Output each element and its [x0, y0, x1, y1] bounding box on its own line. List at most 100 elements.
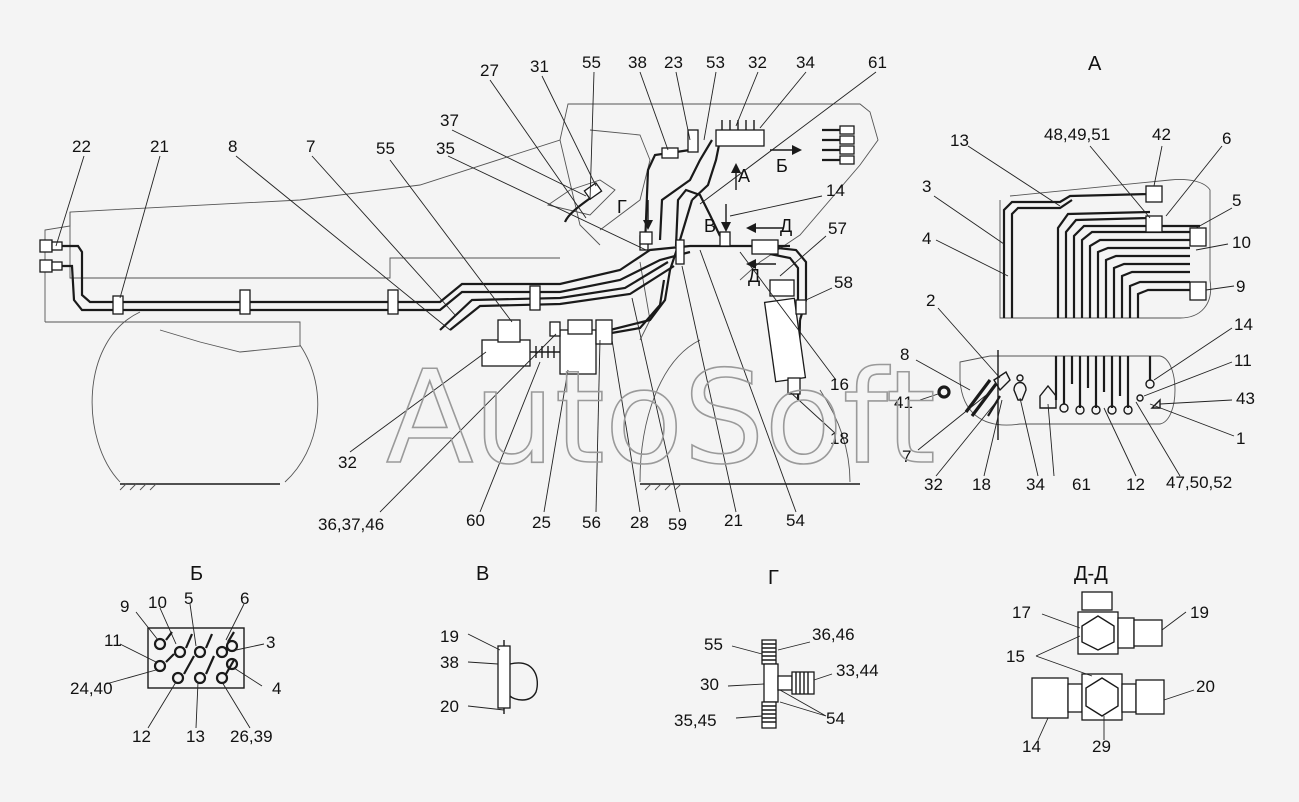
- label-28: 28: [630, 513, 649, 532]
- view-a-label-14: 14: [1234, 315, 1253, 334]
- view-a-title: А: [1088, 53, 1102, 75]
- view-a-label-41: 41: [894, 393, 913, 412]
- coupling-r1: [839, 125, 855, 135]
- leader-59: [631, 297, 681, 513]
- view-dd-label-17: 17: [1012, 603, 1031, 622]
- leader-34: [759, 71, 807, 129]
- cylinder-eye: [787, 377, 801, 395]
- view-a-leader-18: [983, 399, 1003, 477]
- leader-364: [379, 333, 557, 513]
- leader-23: [675, 71, 691, 141]
- view-b-label-24-40: 24,40: [70, 679, 113, 698]
- view-a-leader-41: [919, 393, 939, 401]
- view-a-pipe-13b: [1064, 216, 1151, 318]
- pipe-main-3: [439, 261, 669, 331]
- view-v-label-20: 20: [440, 697, 459, 716]
- leader-57: [779, 235, 827, 277]
- view-a-leader-1: [1149, 403, 1235, 437]
- arrow-d-top-head: [746, 223, 756, 233]
- view-b-label-5: 5: [184, 589, 193, 608]
- view-dd: Д-Д 17 19 15 20 14 29: [1006, 563, 1215, 756]
- coupling-r3: [839, 145, 855, 155]
- view-g-tee-body-30: [763, 663, 779, 703]
- view-a-pipe-10d: [1112, 262, 1190, 318]
- valve-block-56: [559, 329, 597, 375]
- leader-31: [541, 75, 597, 187]
- view-b-label-13: 13: [186, 727, 205, 746]
- label-58: 58: [834, 273, 853, 292]
- label-16: 16: [830, 375, 849, 394]
- view-b-port-4: [215, 645, 229, 659]
- view-a-label-8: 8: [900, 345, 909, 364]
- leader-55b: [589, 71, 595, 201]
- leader-7: [311, 155, 457, 317]
- fitting-38: [661, 147, 679, 159]
- leader-38: [639, 71, 669, 151]
- view-g: Г 55 36,46 30 33,44 35,45 54: [674, 567, 879, 730]
- leader-53: [703, 71, 717, 141]
- leader-16: [739, 251, 837, 381]
- view-b-ports: [153, 637, 239, 685]
- view-a-leader-32: [935, 401, 997, 477]
- label-21b: 21: [724, 511, 743, 530]
- view-a-leader-6: [1165, 145, 1223, 217]
- view-dd-label-20: 20: [1196, 677, 1215, 696]
- leader-61: [699, 71, 877, 205]
- view-b-label-26-39: 26,39: [230, 727, 273, 746]
- view-dd-title: Д-Д: [1074, 563, 1108, 585]
- view-a-top-outline: [999, 179, 1212, 319]
- view-a-port-4: [1107, 405, 1117, 415]
- view-a-pipe-10c: [1104, 254, 1190, 318]
- view-a-pipe-13: [1056, 210, 1151, 318]
- leader-32b: [349, 351, 487, 453]
- arrow-v-label: В: [704, 216, 716, 236]
- ground-hatch-right: [644, 483, 682, 491]
- view-a-label-48-49-51: 48,49,51: [1044, 125, 1110, 144]
- view-dd-label-14: 14: [1022, 737, 1041, 756]
- view-b-label-12: 12: [132, 727, 151, 746]
- view-a-pipe-6: [1072, 224, 1200, 318]
- fitting-58: [795, 299, 807, 315]
- view-a-leader-12: [1103, 407, 1137, 477]
- valve-top-56: [567, 319, 593, 335]
- leader-14: [729, 195, 823, 217]
- view-a-part-43: [1150, 398, 1161, 409]
- clamp-3: [387, 289, 399, 315]
- label-61: 61: [868, 53, 887, 72]
- view-dd-fitting-19: [1133, 619, 1163, 647]
- view-a-label-34: 34: [1026, 475, 1045, 494]
- view-b-port-8: [193, 671, 207, 685]
- view-a-leader-34: [1019, 397, 1039, 477]
- view-g-label-35-45: 35,45: [674, 711, 717, 730]
- tee-fitting-g: [639, 231, 653, 245]
- view-a-label-47-50-52: 47,50,52: [1166, 473, 1232, 492]
- label-23: 23: [664, 53, 683, 72]
- view-a-label-9: 9: [1236, 277, 1245, 296]
- arrow-g-head: [643, 220, 653, 230]
- label-55b: 55: [582, 53, 601, 72]
- view-a-leader-2: [937, 307, 1001, 379]
- label-36-37-46: 36,37,46: [318, 515, 384, 534]
- leader-55a: [389, 159, 513, 323]
- pipe-up-2: [658, 139, 713, 241]
- view-dd-fitting-20: [1135, 679, 1165, 715]
- view-a-port-14: [1145, 379, 1155, 389]
- view-g-branch-thread: [795, 672, 809, 694]
- hose-clip: [546, 179, 616, 216]
- coupling-pipes: [822, 128, 840, 162]
- hose-end-31: [583, 181, 603, 201]
- view-dd-body-lower-29: [1081, 673, 1123, 721]
- pipe-right-2: [769, 252, 800, 300]
- ground-hatch-left: [119, 483, 157, 491]
- label-35: 35: [436, 139, 455, 158]
- view-b: Б 9 10 5 6 11 3 24,40 4 12 13 26,39: [70, 563, 281, 746]
- view-a-label-2: 2: [926, 291, 935, 310]
- view-b-label-6: 6: [240, 589, 249, 608]
- view-a-label-12: 12: [1126, 475, 1145, 494]
- view-a-fitting-5: [1189, 227, 1207, 247]
- leader-21b: [681, 265, 737, 513]
- leader-32: [735, 71, 759, 127]
- label-56: 56: [582, 513, 601, 532]
- view-b-label-4: 4: [272, 679, 281, 698]
- clamp-1: [112, 295, 124, 315]
